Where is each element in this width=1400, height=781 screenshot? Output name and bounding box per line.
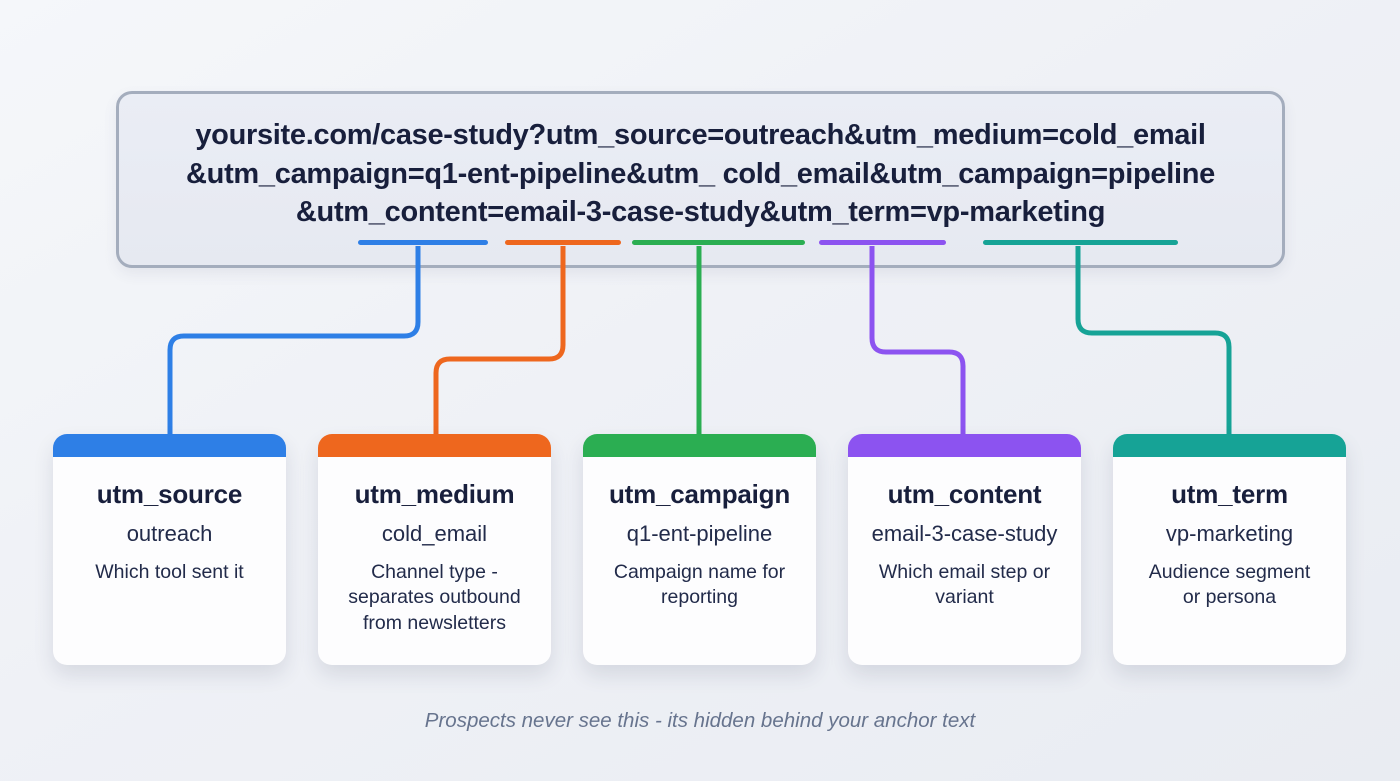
param-card-utm_medium: utm_medium cold_email Channel type - sep… (318, 434, 551, 665)
url-line-1: yoursite.com/case-study?utm_source=outre… (195, 119, 1206, 151)
param-card-utm_campaign: utm_campaign q1-ent-pipeline Campaign na… (583, 434, 816, 665)
param-value: outreach (126, 521, 213, 546)
param-name: utm_content (887, 479, 1042, 509)
card-color-bar (1113, 434, 1346, 457)
connector-utm_content (869, 246, 966, 438)
param-card-utm_content: utm_content email-3-case-study Which ema… (848, 434, 1081, 665)
underline-utm_content (819, 240, 946, 245)
param-name: utm_medium (354, 479, 515, 509)
connector-utm_medium (433, 246, 566, 438)
url-text: yoursite.com/case-study?utm_source=outre… (119, 94, 1282, 232)
url-box: yoursite.com/case-study?utm_source=outre… (116, 91, 1285, 268)
param-card-utm_term: utm_term vp-marketing Audience segment o… (1113, 434, 1346, 665)
underline-utm_medium (505, 240, 621, 245)
underline-utm_source (358, 240, 488, 245)
param-description: Audience segment or persona (1148, 561, 1311, 609)
param-value: vp-marketing (1165, 521, 1294, 546)
param-name: utm_campaign (608, 479, 791, 509)
underline-utm_term (983, 240, 1178, 245)
param-description: Campaign name for reporting (613, 561, 786, 609)
connector-utm_source (167, 246, 421, 438)
caption: Prospects never see this - its hidden be… (424, 709, 976, 732)
param-description: Channel type - separates outbound from n… (348, 561, 521, 634)
connector-utm_term (1075, 246, 1232, 438)
param-card-utm_source: utm_source outreach Which tool sent it (53, 434, 286, 665)
param-description: Which tool sent it (95, 561, 244, 583)
param-value: q1-ent-pipeline (626, 521, 773, 546)
param-value: email-3-case-study (871, 521, 1058, 546)
param-description: Which email step or variant (878, 561, 1051, 609)
card-color-bar (848, 434, 1081, 457)
card-color-bar (53, 434, 286, 457)
param-name: utm_term (1171, 479, 1288, 509)
param-name: utm_source (96, 479, 243, 509)
url-line-2: &utm_campaign=q1-ent-pipeline&utm_ cold_… (186, 157, 1215, 190)
card-color-bar (318, 434, 551, 457)
param-value: cold_email (381, 521, 488, 546)
card-color-bar (583, 434, 816, 457)
underline-utm_campaign (632, 240, 805, 245)
url-line-3: &utm_content=email-3-case-study&utm_term… (295, 196, 1106, 228)
